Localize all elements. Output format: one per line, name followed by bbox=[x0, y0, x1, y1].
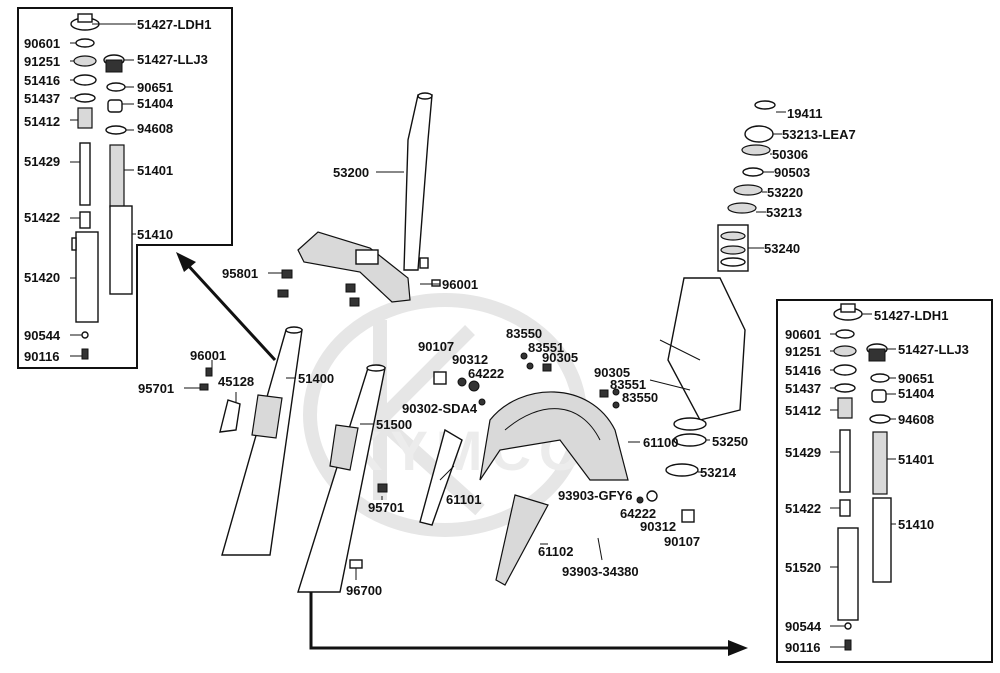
part-number-label: 51416 bbox=[24, 73, 60, 88]
part-number-label: 83550 bbox=[622, 390, 658, 405]
part-number-label: 95701 bbox=[368, 500, 404, 515]
part-number-label: 96001 bbox=[442, 277, 478, 292]
part-number-label: 51404 bbox=[137, 96, 174, 111]
part-number-label: 51500 bbox=[376, 417, 412, 432]
part-number-label: 51400 bbox=[298, 371, 334, 386]
part-number-label: 96001 bbox=[190, 348, 226, 363]
part-number-label: 93903-GFY6 bbox=[558, 488, 632, 503]
part-number-label: 53213 bbox=[766, 205, 802, 220]
part-number-label: 91251 bbox=[24, 54, 60, 69]
part-number-label: 90116 bbox=[24, 349, 59, 364]
part-number-label: 94608 bbox=[898, 412, 934, 427]
bracket-45128 bbox=[219, 399, 241, 433]
part-number-label: 83551 bbox=[528, 340, 564, 355]
part-number-label: 90107 bbox=[664, 534, 700, 549]
part-number-label: 51416 bbox=[785, 363, 821, 378]
part-number-label: 90305 bbox=[542, 350, 578, 365]
part-number-label: 90116 bbox=[785, 640, 820, 655]
part-number-label: 53240 bbox=[764, 241, 800, 256]
part-number-label: 53213-LEA7 bbox=[782, 127, 856, 142]
part-number-label: 51420 bbox=[24, 270, 60, 285]
main-leader-lines bbox=[184, 111, 786, 580]
part-number-label: 90651 bbox=[898, 371, 934, 386]
part-number-label: 64222 bbox=[468, 366, 504, 381]
part-number-label: 51401 bbox=[898, 452, 934, 467]
part-number-label: 51410 bbox=[137, 227, 173, 242]
part-number-label: 51427-LLJ3 bbox=[137, 52, 208, 67]
part-number-label: 51422 bbox=[785, 501, 821, 516]
part-number-label: 83550 bbox=[506, 326, 542, 341]
part-number-label: 45128 bbox=[218, 374, 254, 389]
part-number-label: 96700 bbox=[346, 583, 382, 598]
part-number-label: 51412 bbox=[785, 403, 821, 418]
part-number-label: 51412 bbox=[24, 114, 60, 129]
part-number-label: 91251 bbox=[785, 344, 821, 359]
part-number-label: 50306 bbox=[772, 147, 808, 162]
part-number-label: 61102 bbox=[538, 544, 573, 559]
part-number-label: 61100 bbox=[643, 435, 678, 450]
callout-arrows bbox=[176, 252, 748, 656]
steering-bearing-stack bbox=[717, 100, 776, 272]
part-number-label: 90312 bbox=[452, 352, 488, 367]
part-number-label: 51437 bbox=[24, 91, 60, 106]
part-number-label: 90107 bbox=[418, 339, 454, 354]
left-fork-leg bbox=[221, 326, 303, 556]
part-number-label: 90544 bbox=[785, 619, 822, 634]
part-number-label: 64222 bbox=[620, 506, 656, 521]
left-inset-labels: 51427-LDH1 90601 91251 51427-LLJ3 51416 90651… bbox=[24, 17, 211, 364]
part-number-label: 94608 bbox=[137, 121, 173, 136]
steering-stem bbox=[297, 92, 433, 303]
part-number-label: 95801 bbox=[222, 266, 258, 281]
part-number-label: 51520 bbox=[785, 560, 821, 575]
part-number-label: 61101 bbox=[446, 492, 481, 507]
part-number-label: 90305 bbox=[594, 365, 630, 380]
part-number-label: 53200 bbox=[333, 165, 369, 180]
part-number-label: 93903-34380 bbox=[562, 564, 639, 579]
part-number-label: 51427-LDH1 bbox=[137, 17, 211, 32]
part-number-label: 51437 bbox=[785, 381, 821, 396]
part-number-label: 51422 bbox=[24, 210, 60, 225]
part-number-label: 90601 bbox=[785, 327, 821, 342]
part-number-label: 19411 bbox=[787, 106, 822, 121]
part-number-label: 90302-SDA4 bbox=[402, 401, 478, 416]
part-number-label: 90544 bbox=[24, 328, 61, 343]
part-number-label: 90312 bbox=[640, 519, 676, 534]
front-fender bbox=[419, 391, 629, 586]
part-number-label: 95701 bbox=[138, 381, 174, 396]
part-number-label: 51429 bbox=[24, 154, 60, 169]
part-number-label: 51404 bbox=[898, 386, 935, 401]
part-number-label: 90503 bbox=[774, 165, 810, 180]
frame-head bbox=[649, 277, 746, 477]
right-inset-parts bbox=[830, 303, 896, 651]
small-fasteners bbox=[199, 257, 441, 569]
right-inset-labels: 51427-LDH1 90601 91251 51427-LLJ3 51416 90651… bbox=[785, 308, 969, 655]
part-number-label: 90651 bbox=[137, 80, 173, 95]
part-number-label: 53220 bbox=[767, 185, 803, 200]
left-inset-parts bbox=[70, 13, 136, 360]
part-number-label: 83551 bbox=[610, 377, 646, 392]
part-number-label: 90601 bbox=[24, 36, 60, 51]
part-number-label: 51410 bbox=[898, 517, 934, 532]
fender-fasteners bbox=[433, 352, 695, 561]
part-number-label: 51427-LDH1 bbox=[874, 308, 948, 323]
part-number-label: 53250 bbox=[712, 434, 748, 449]
main-labels: 53200 95801 96001 96001 95701 45128 51400 51500… bbox=[138, 106, 856, 598]
part-number-label: 53214 bbox=[700, 465, 737, 480]
part-number-label: 51429 bbox=[785, 445, 821, 460]
part-number-label: 51427-LLJ3 bbox=[898, 342, 969, 357]
part-number-label: 51401 bbox=[137, 163, 173, 178]
